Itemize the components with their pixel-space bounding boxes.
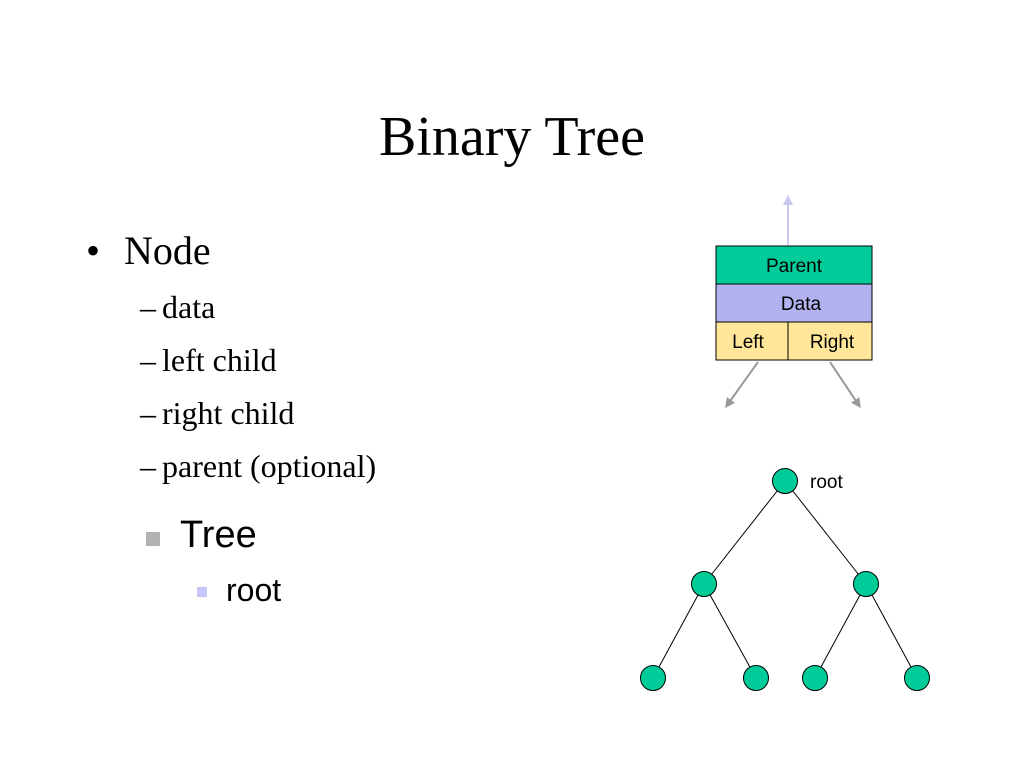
parent-field-label: Parent [766,256,823,277]
sub-bullet-label: right child [162,395,295,431]
left-pointer-label: Left [732,332,764,353]
bullet-node: Node [124,228,211,273]
tree-node [691,571,717,597]
tree-node [853,571,879,597]
sub-bullet-root: root [226,572,282,608]
right-pointer-field [787,321,873,361]
bullet-tree: Tree [180,514,257,556]
tree-edge [652,583,705,679]
square-bullet-icon [146,532,160,546]
dash-marker: – [140,448,156,484]
sub-bullet-parent: –parent (optional) [140,447,376,485]
tree-edge [865,583,918,679]
sub-bullet-data: –data [140,288,215,326]
tree-node [802,665,828,691]
right-pointer-label: Right [810,332,855,353]
tree-edge [814,583,867,679]
node-structure-diagram: Parent Data Left Right [715,195,873,409]
binary-tree-diagram: root [640,468,930,691]
left-child-arrow [725,361,759,409]
tree-edge [784,480,867,585]
data-field-label: Data [781,294,822,315]
tree-node [743,665,769,691]
dash-marker: – [140,395,156,431]
tree-edge [703,583,757,679]
dash-marker: – [140,289,156,325]
right-child-arrow [829,361,861,409]
sub-bullet-left-child: –left child [140,341,277,379]
parent-field [715,245,873,285]
tree-node-root [772,468,798,494]
tree-node [640,665,666,691]
tree-edge [703,480,786,585]
sub-bullet-label: parent (optional) [162,448,377,484]
square-bullet-icon [197,587,207,597]
dash-marker: – [140,342,156,378]
bullet-marker: • [86,228,101,273]
sub-bullet-label: left child [162,342,277,378]
tree-node [904,665,930,691]
sub-bullet-label: data [162,289,216,325]
data-field [715,283,873,323]
root-label: root [810,472,843,493]
slide-title: Binary Tree [379,106,645,168]
sub-bullet-right-child: –right child [140,394,294,432]
